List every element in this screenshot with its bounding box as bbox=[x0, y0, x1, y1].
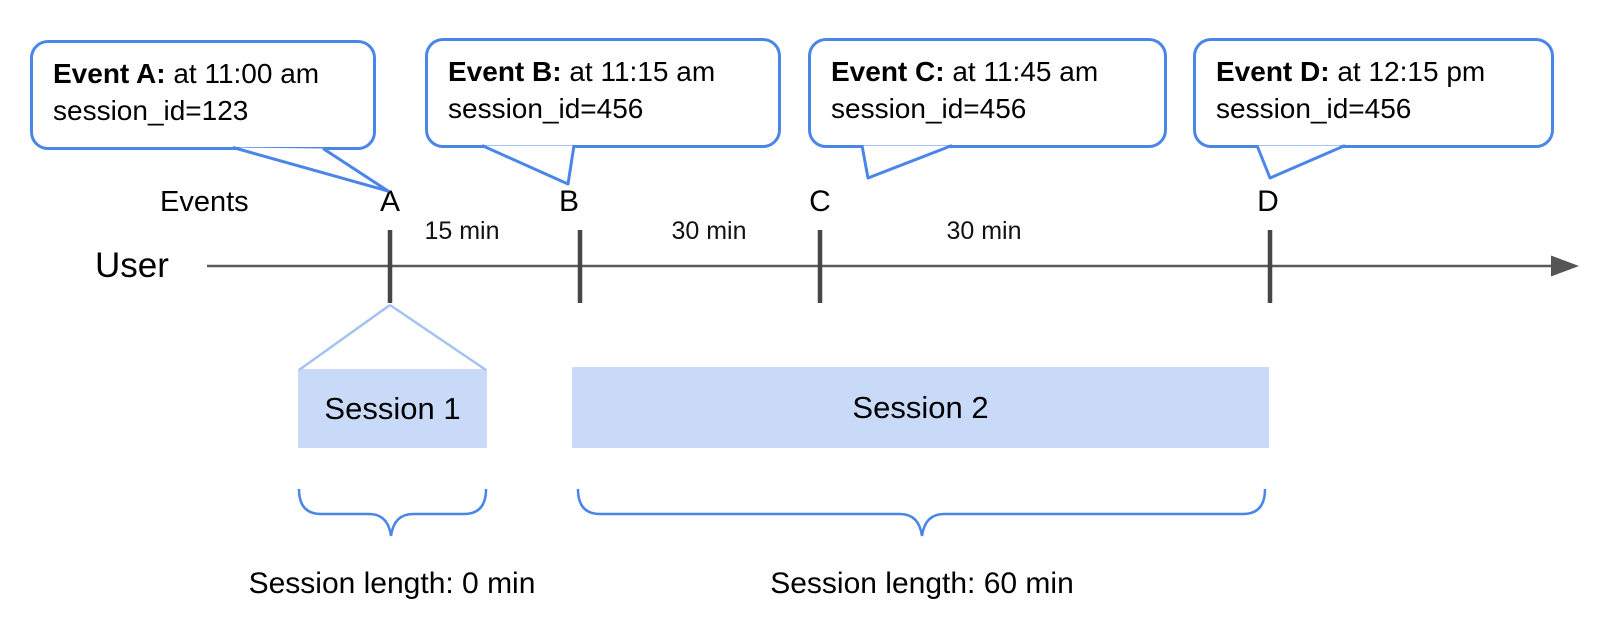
session-2-length-label: Session length: 60 min bbox=[770, 567, 1074, 600]
callout-event-c: Event C: at 11:45 am session_id=456 bbox=[808, 38, 1167, 148]
callout-event-b-time: at 11:15 am bbox=[561, 56, 716, 87]
callout-event-b-line1: Event B: at 11:15 am bbox=[448, 53, 768, 90]
callout-b-tail bbox=[481, 144, 576, 186]
callout-event-b: Event B: at 11:15 am session_id=456 bbox=[425, 38, 781, 148]
callout-event-a-line1: Event A: at 11:00 am bbox=[53, 55, 363, 92]
interval-a-b-label: 15 min bbox=[424, 217, 500, 245]
interval-c-d-label: 30 min bbox=[946, 217, 1022, 245]
callout-event-b-title: Event B: bbox=[448, 56, 562, 87]
callout-event-b-session: session_id=456 bbox=[448, 93, 644, 124]
funnel-left-line bbox=[298, 303, 391, 372]
session-1-length-label: Session length: 0 min bbox=[248, 567, 536, 600]
callout-event-a-time: at 11:00 am bbox=[165, 58, 320, 89]
interval-b-c-label: 30 min bbox=[671, 217, 747, 245]
event-letter-c: C bbox=[809, 185, 831, 218]
event-letter-b: B bbox=[558, 185, 579, 218]
callout-event-c-title: Event C: bbox=[831, 56, 945, 87]
callout-event-a-title: Event A: bbox=[53, 58, 166, 89]
callout-event-d-line1: Event D: at 12:15 pm bbox=[1216, 53, 1541, 90]
callout-event-d-session: session_id=456 bbox=[1216, 93, 1412, 124]
callout-event-c-line1: Event C: at 11:45 am bbox=[831, 53, 1154, 90]
timeline-arrowhead-icon bbox=[1551, 255, 1579, 277]
callout-event-a: Event A: at 11:00 am session_id=123 bbox=[30, 40, 376, 150]
event-letter-d: D bbox=[1257, 185, 1279, 218]
callout-event-d: Event D: at 12:15 pm session_id=456 bbox=[1193, 38, 1554, 148]
callout-d-tail bbox=[1255, 144, 1346, 180]
callout-event-a-session: session_id=123 bbox=[53, 95, 249, 126]
session-2-label: Session 2 bbox=[852, 389, 989, 425]
session-2-box: Session 2 bbox=[572, 367, 1269, 448]
callout-event-d-time: at 12:15 pm bbox=[1329, 56, 1486, 87]
events-axis-label: Events bbox=[160, 186, 249, 218]
event-letter-a: A bbox=[379, 185, 400, 218]
session-1-label: Session 1 bbox=[324, 390, 461, 426]
session-2-brace bbox=[576, 488, 1267, 537]
user-axis-label: User bbox=[95, 246, 169, 285]
callout-c-tail bbox=[860, 144, 953, 180]
callout-event-d-title: Event D: bbox=[1216, 56, 1330, 87]
session-1-box: Session 1 bbox=[298, 369, 487, 448]
callout-event-c-session: session_id=456 bbox=[831, 93, 1027, 124]
session-1-brace bbox=[297, 488, 488, 537]
callout-event-c-time: at 11:45 am bbox=[944, 56, 1099, 87]
funnel-right-line bbox=[389, 303, 487, 372]
